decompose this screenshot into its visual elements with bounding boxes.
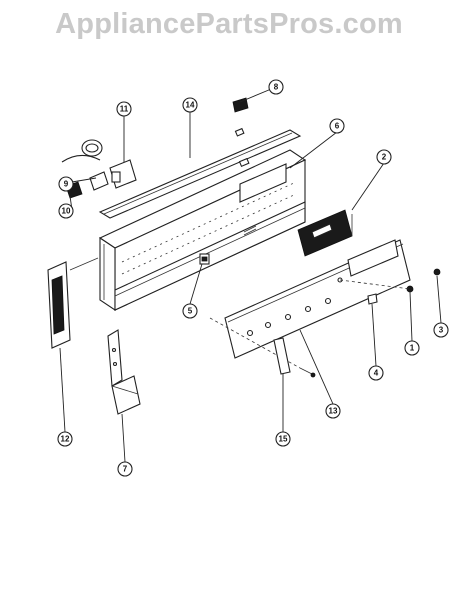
callout-14-label: 14 <box>186 101 195 110</box>
callout-4-label: 4 <box>374 369 379 378</box>
leader-lines <box>59 86 442 463</box>
control-components <box>61 139 137 199</box>
front-control-panel <box>224 239 411 359</box>
watermark: AppliancePartsPros.com <box>55 8 403 40</box>
callout-5: 5 <box>182 303 198 319</box>
callout-2: 2 <box>376 149 392 165</box>
callout-7-label: 7 <box>123 465 128 474</box>
callout-12-label: 12 <box>61 435 70 444</box>
callout-7: 7 <box>117 461 133 477</box>
callout-4: 4 <box>368 365 384 381</box>
top-trim-strip <box>98 127 302 219</box>
callout-15: 15 <box>275 431 291 447</box>
callout-9-label: 9 <box>64 180 69 189</box>
callout-11: 11 <box>116 101 132 117</box>
callout-12: 12 <box>57 431 73 447</box>
callout-9: 9 <box>58 176 74 192</box>
callout-3-label: 3 <box>439 326 444 335</box>
callout-8: 8 <box>268 79 284 95</box>
bracket <box>107 329 141 415</box>
callout-1: 1 <box>404 340 420 356</box>
callout-13-label: 13 <box>329 407 338 416</box>
callout-2-label: 2 <box>382 153 387 162</box>
small-parts <box>209 268 441 378</box>
callout-6: 6 <box>329 118 345 134</box>
callout-1-label: 1 <box>410 344 415 353</box>
callout-15-label: 15 <box>279 435 288 444</box>
callout-8-label: 8 <box>274 83 279 92</box>
endcap <box>47 257 99 349</box>
callout-6-label: 6 <box>335 122 340 131</box>
backguard-panel <box>98 149 307 312</box>
callout-13: 13 <box>325 403 341 419</box>
callout-14: 14 <box>182 97 198 113</box>
callout-11-label: 11 <box>120 105 129 114</box>
callout-3: 3 <box>433 322 449 338</box>
relay-switch-assembly <box>297 209 353 257</box>
top-clip <box>232 97 249 113</box>
callout-10: 10 <box>58 203 74 219</box>
callout-10-label: 10 <box>62 207 71 216</box>
callout-5-label: 5 <box>188 307 193 316</box>
